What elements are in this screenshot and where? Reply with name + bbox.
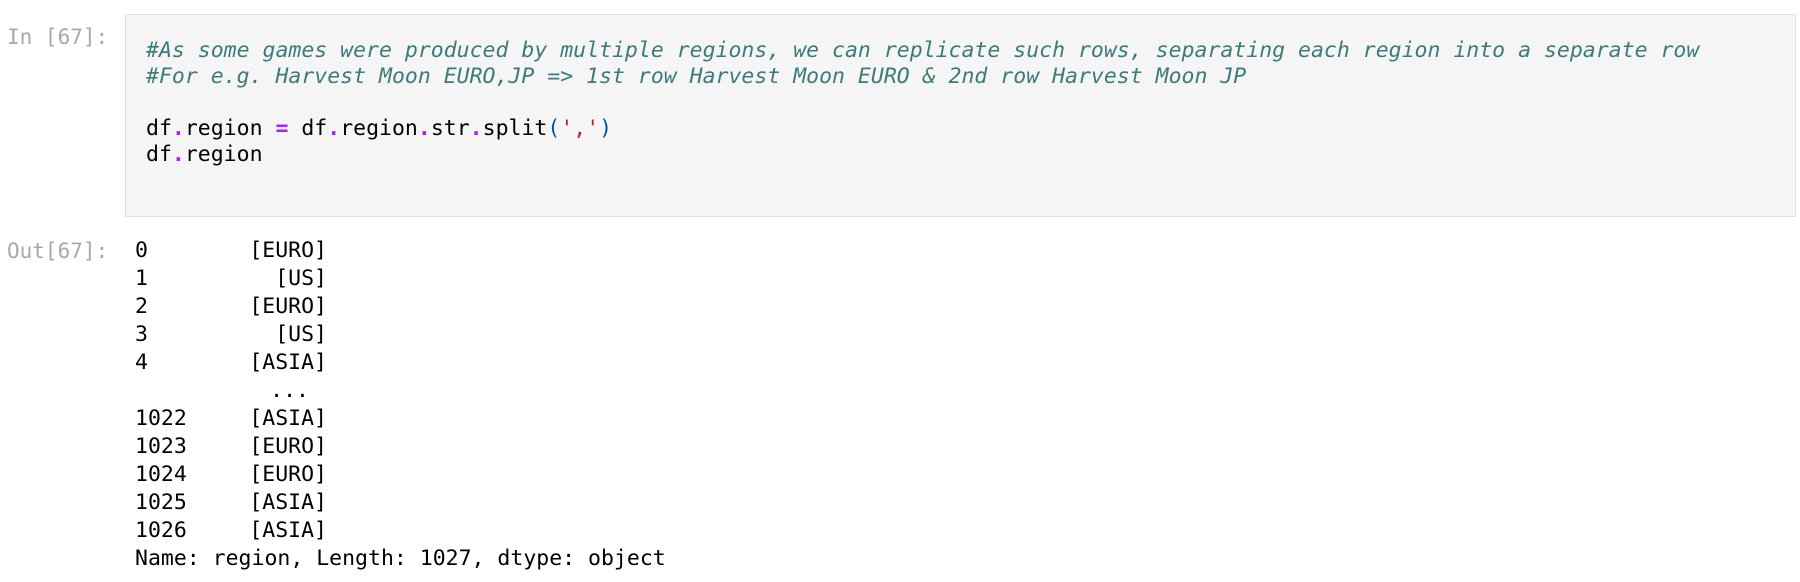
series-row: 1 [US]	[135, 265, 327, 293]
series-value: [EURO]	[249, 462, 327, 487]
series-row: 4 [ASIA]	[135, 349, 327, 377]
series-value: [EURO]	[249, 238, 327, 263]
series-index: 4	[135, 350, 148, 375]
series-value: [ASIA]	[249, 518, 327, 543]
input-prompt: In [67]:	[7, 25, 109, 49]
series-row: 2 [EURO]	[135, 293, 327, 321]
series-row: 1024 [EURO]	[135, 461, 327, 489]
series-value: [ASIA]	[249, 350, 327, 375]
code-line-split: df.region = df.region.str.split(',')	[146, 116, 612, 142]
series-index: 1024	[135, 462, 187, 487]
output-prompt: Out[67]:	[7, 239, 109, 263]
series-value: [ASIA]	[249, 490, 327, 515]
series-ellipsis: ...	[270, 378, 309, 403]
code-token: region	[340, 116, 418, 141]
code-token: region	[184, 142, 263, 167]
series-index: 1023	[135, 434, 187, 459]
series-row: 1022 [ASIA]	[135, 405, 327, 433]
code-token: .	[417, 116, 431, 141]
code-token: df	[288, 116, 328, 141]
series-index: 1026	[135, 518, 187, 543]
code-line-display: df.region	[146, 142, 263, 168]
code-comment-line: #As some games were produced by multiple…	[146, 38, 1700, 63]
code-token: )	[599, 116, 613, 141]
code-token: region	[184, 116, 276, 141]
code-token: df	[146, 116, 172, 141]
series-index: 1025	[135, 490, 187, 515]
code-token: =	[275, 116, 289, 141]
code-token: .	[171, 116, 185, 141]
series-value: [US]	[275, 322, 327, 347]
series-row: 1025 [ASIA]	[135, 489, 327, 517]
series-row: 1026 [ASIA]	[135, 517, 327, 545]
series-index: 3	[135, 322, 148, 347]
series-row: 0 [EURO]	[135, 237, 327, 265]
series-index: 0	[135, 238, 148, 263]
series-value: [US]	[275, 266, 327, 291]
series-index: 1022	[135, 406, 187, 431]
code-token: str	[430, 116, 470, 141]
code-token: df	[146, 142, 172, 167]
series-value: [EURO]	[249, 294, 327, 319]
series-row: 3 [US]	[135, 321, 327, 349]
code-token: split	[482, 116, 548, 141]
series-row: 1023 [EURO]	[135, 433, 327, 461]
code-comment-line: #For e.g. Harvest Moon EURO,JP => 1st ro…	[146, 64, 1247, 89]
series-index: 1	[135, 266, 148, 291]
series-index: 2	[135, 294, 148, 319]
code-input-area[interactable]: #As some games were produced by multiple…	[125, 14, 1796, 217]
code-token: .	[327, 116, 341, 141]
code-token: ','	[560, 116, 600, 141]
code-token: .	[469, 116, 483, 141]
code-token: (	[547, 116, 561, 141]
series-value: [EURO]	[249, 434, 327, 459]
series-ellipsis-row: ...	[135, 377, 309, 405]
series-value: [ASIA]	[249, 406, 327, 431]
series-summary: Name: region, Length: 1027, dtype: objec…	[135, 546, 666, 571]
code-token: .	[171, 142, 185, 167]
